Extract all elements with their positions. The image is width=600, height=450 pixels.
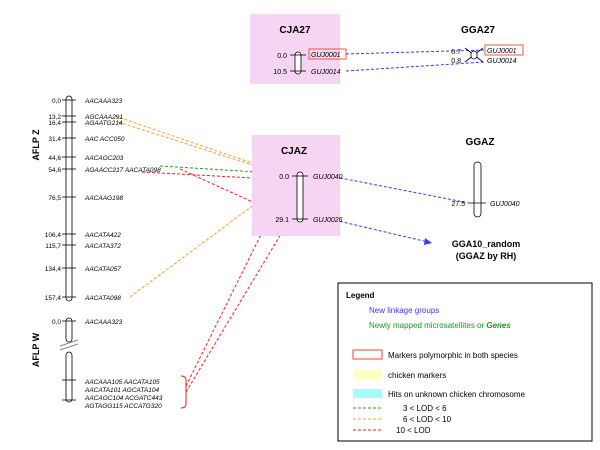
aflp-w-break-mark-b xyxy=(59,343,79,351)
aflp-z-markers-group: 0,0 AACAAA323 13,2 AGCAAA291 16,4 AGAATG214 31… xyxy=(45,98,161,302)
cja27-title: CJA27 xyxy=(279,25,311,36)
cjaz-marker-1: GUJ0026 xyxy=(313,217,343,224)
cja27-marker-1: GUJ0014 xyxy=(311,69,341,76)
cjaz-marker-0: GUJ0040 xyxy=(313,174,343,181)
gga27-pos-1: 0.8 xyxy=(451,58,461,65)
aflp-z-pos-label: 157,4 xyxy=(45,295,62,302)
aflp-z-marker-label: AGAACC217 AACATA098 xyxy=(84,167,161,174)
ggaz-pos-0: 27.5 xyxy=(451,201,465,208)
aflp-z-marker-label: AACATA098 xyxy=(84,295,121,302)
legend-lod2: 6 < LOD < 10 xyxy=(403,415,452,424)
aflp-w-bottom-marker-label: AACATA101 AGCATA104 xyxy=(84,387,159,394)
aflp-z-marker-label: AACAAG198 xyxy=(84,195,123,202)
aflp-z-title: AFLP Z xyxy=(31,129,41,161)
cjaz-pos-1: 29.1 xyxy=(275,217,289,224)
cjaz-ggaz-link xyxy=(329,175,470,204)
aflpz-cjaz-lod-link-2 xyxy=(114,115,291,177)
legend-newly-mapped: Newly mapped microsatellites or Genes xyxy=(369,321,511,330)
aflp-w-bottom-marker-label: AACAGC104 ACGATC443 xyxy=(84,395,163,402)
aflp-z-marker-label: AACATA057 xyxy=(84,266,121,273)
aflp-z-pos-label: 0,0 xyxy=(52,98,61,105)
gga27-pos-0: 0.7 xyxy=(451,49,461,56)
aflp-z-pos-label: 106,4 xyxy=(45,232,62,239)
gga27-marker-0: GUJ0001 xyxy=(487,48,517,55)
gga27-chromosome-bar xyxy=(470,50,478,60)
legend-title: Legend xyxy=(346,291,375,300)
aflpw-cjaz-lod-link-2 xyxy=(185,218,291,393)
aflp-z-marker-label: AACATA372 xyxy=(84,243,121,250)
cja27-pos-0: 0.0 xyxy=(277,53,287,60)
cja27-marker-0-polymorphic-box xyxy=(308,48,347,60)
legend-lod1: 3 < LOD < 6 xyxy=(403,404,447,413)
aflp-w-chromosome-bar-top xyxy=(65,317,73,343)
legend-polymorphic-swatch xyxy=(352,349,383,360)
cja27-pos-1: 10.5 xyxy=(273,69,287,76)
aflpz-cjaz-lod-link-1 xyxy=(159,165,291,175)
cjaz-pos-0: 0.0 xyxy=(279,174,289,181)
ggaz-marker-0: GUJ0040 xyxy=(490,201,520,208)
legend-newly-mapped-genes: Genes xyxy=(486,321,511,330)
legend-lod3: 10 < LOD xyxy=(396,426,431,435)
aflp-w-title: AFLP W xyxy=(31,332,41,367)
gga27-title: GGA27 xyxy=(461,25,495,36)
legend-unknown: Hits on unknown chicken chromosome xyxy=(388,390,526,399)
aflp-w-pos-0: 0,0 xyxy=(52,319,61,326)
legend-chicken-swatch xyxy=(353,370,382,379)
legend-box xyxy=(337,282,593,442)
legend-polymorphic: Markers polymorphic in both species xyxy=(388,351,518,360)
gga27-marker-0-polymorphic-box xyxy=(484,44,524,56)
aflp-z-marker-label: AAC ACC050 xyxy=(84,136,125,143)
aflp-z-pos-label: 44,6 xyxy=(48,155,61,162)
aflp-w-marker-0: AACAAA323 xyxy=(84,319,123,326)
legend-chicken: chicken markers xyxy=(388,371,446,380)
gga27-marker-1: GUJ0014 xyxy=(487,58,517,65)
cjaz-gga10-link xyxy=(329,218,433,244)
ggaz-chromosome-bar xyxy=(473,161,482,218)
aflp-w-chromosome-bar-bottom xyxy=(65,351,73,403)
aflp-z-marker-label: AGAATG214 xyxy=(84,120,123,127)
aflp-z-pos-label: 115,7 xyxy=(45,243,61,250)
cja27-gga27-link-a xyxy=(345,49,486,55)
aflp-w-break-mark-a xyxy=(59,339,79,347)
aflp-z-pos-label: 134,4 xyxy=(45,266,62,273)
aflp-w-bottom-marker-label: AGTAGG115 ACCATG320 xyxy=(84,403,162,410)
legend-newly-mapped-text: Newly mapped microsatellites or xyxy=(369,321,486,330)
aflp-z-chromosome-bar xyxy=(65,95,73,302)
aflp-w-bracket xyxy=(180,375,187,409)
cjaz-title: CJAZ xyxy=(281,146,307,157)
aflp-z-pos-label: 54,6 xyxy=(48,167,61,174)
cjaz-chromosome-bar xyxy=(296,171,304,223)
aflp-w-bottom-marker-label: AACAAA105 AACATA105 xyxy=(84,379,160,386)
gga10-random-label: GGA10_random xyxy=(452,239,521,249)
aflp-z-marker-label: AGCAAA291 xyxy=(84,114,123,121)
aflp-z-pos-label: 13,2 xyxy=(48,114,61,121)
gga10-random-sublabel: (GGAZ by RH) xyxy=(456,251,517,261)
aflp-z-marker-label: AACAGC203 xyxy=(84,155,124,162)
ggaz-title: GGAZ xyxy=(466,137,495,148)
aflp-z-pos-label: 16,4 xyxy=(48,120,61,127)
cja27-chromosome-bar xyxy=(294,51,302,75)
aflp-z-marker-label: AACAAA323 xyxy=(84,98,123,105)
cja27-gga27-link-b xyxy=(345,61,486,72)
aflp-z-marker-label: AACATA422 xyxy=(84,232,121,239)
cja27-marker-0: GUJ0001 xyxy=(311,52,341,59)
aflp-z-pos-label: 31,4 xyxy=(48,136,61,143)
legend-unknown-swatch xyxy=(353,389,382,398)
aflp-z-pos-label: 76,5 xyxy=(48,195,61,202)
legend-new-groups: New linkage groups xyxy=(369,306,439,315)
gga10-arrowhead xyxy=(424,238,432,245)
